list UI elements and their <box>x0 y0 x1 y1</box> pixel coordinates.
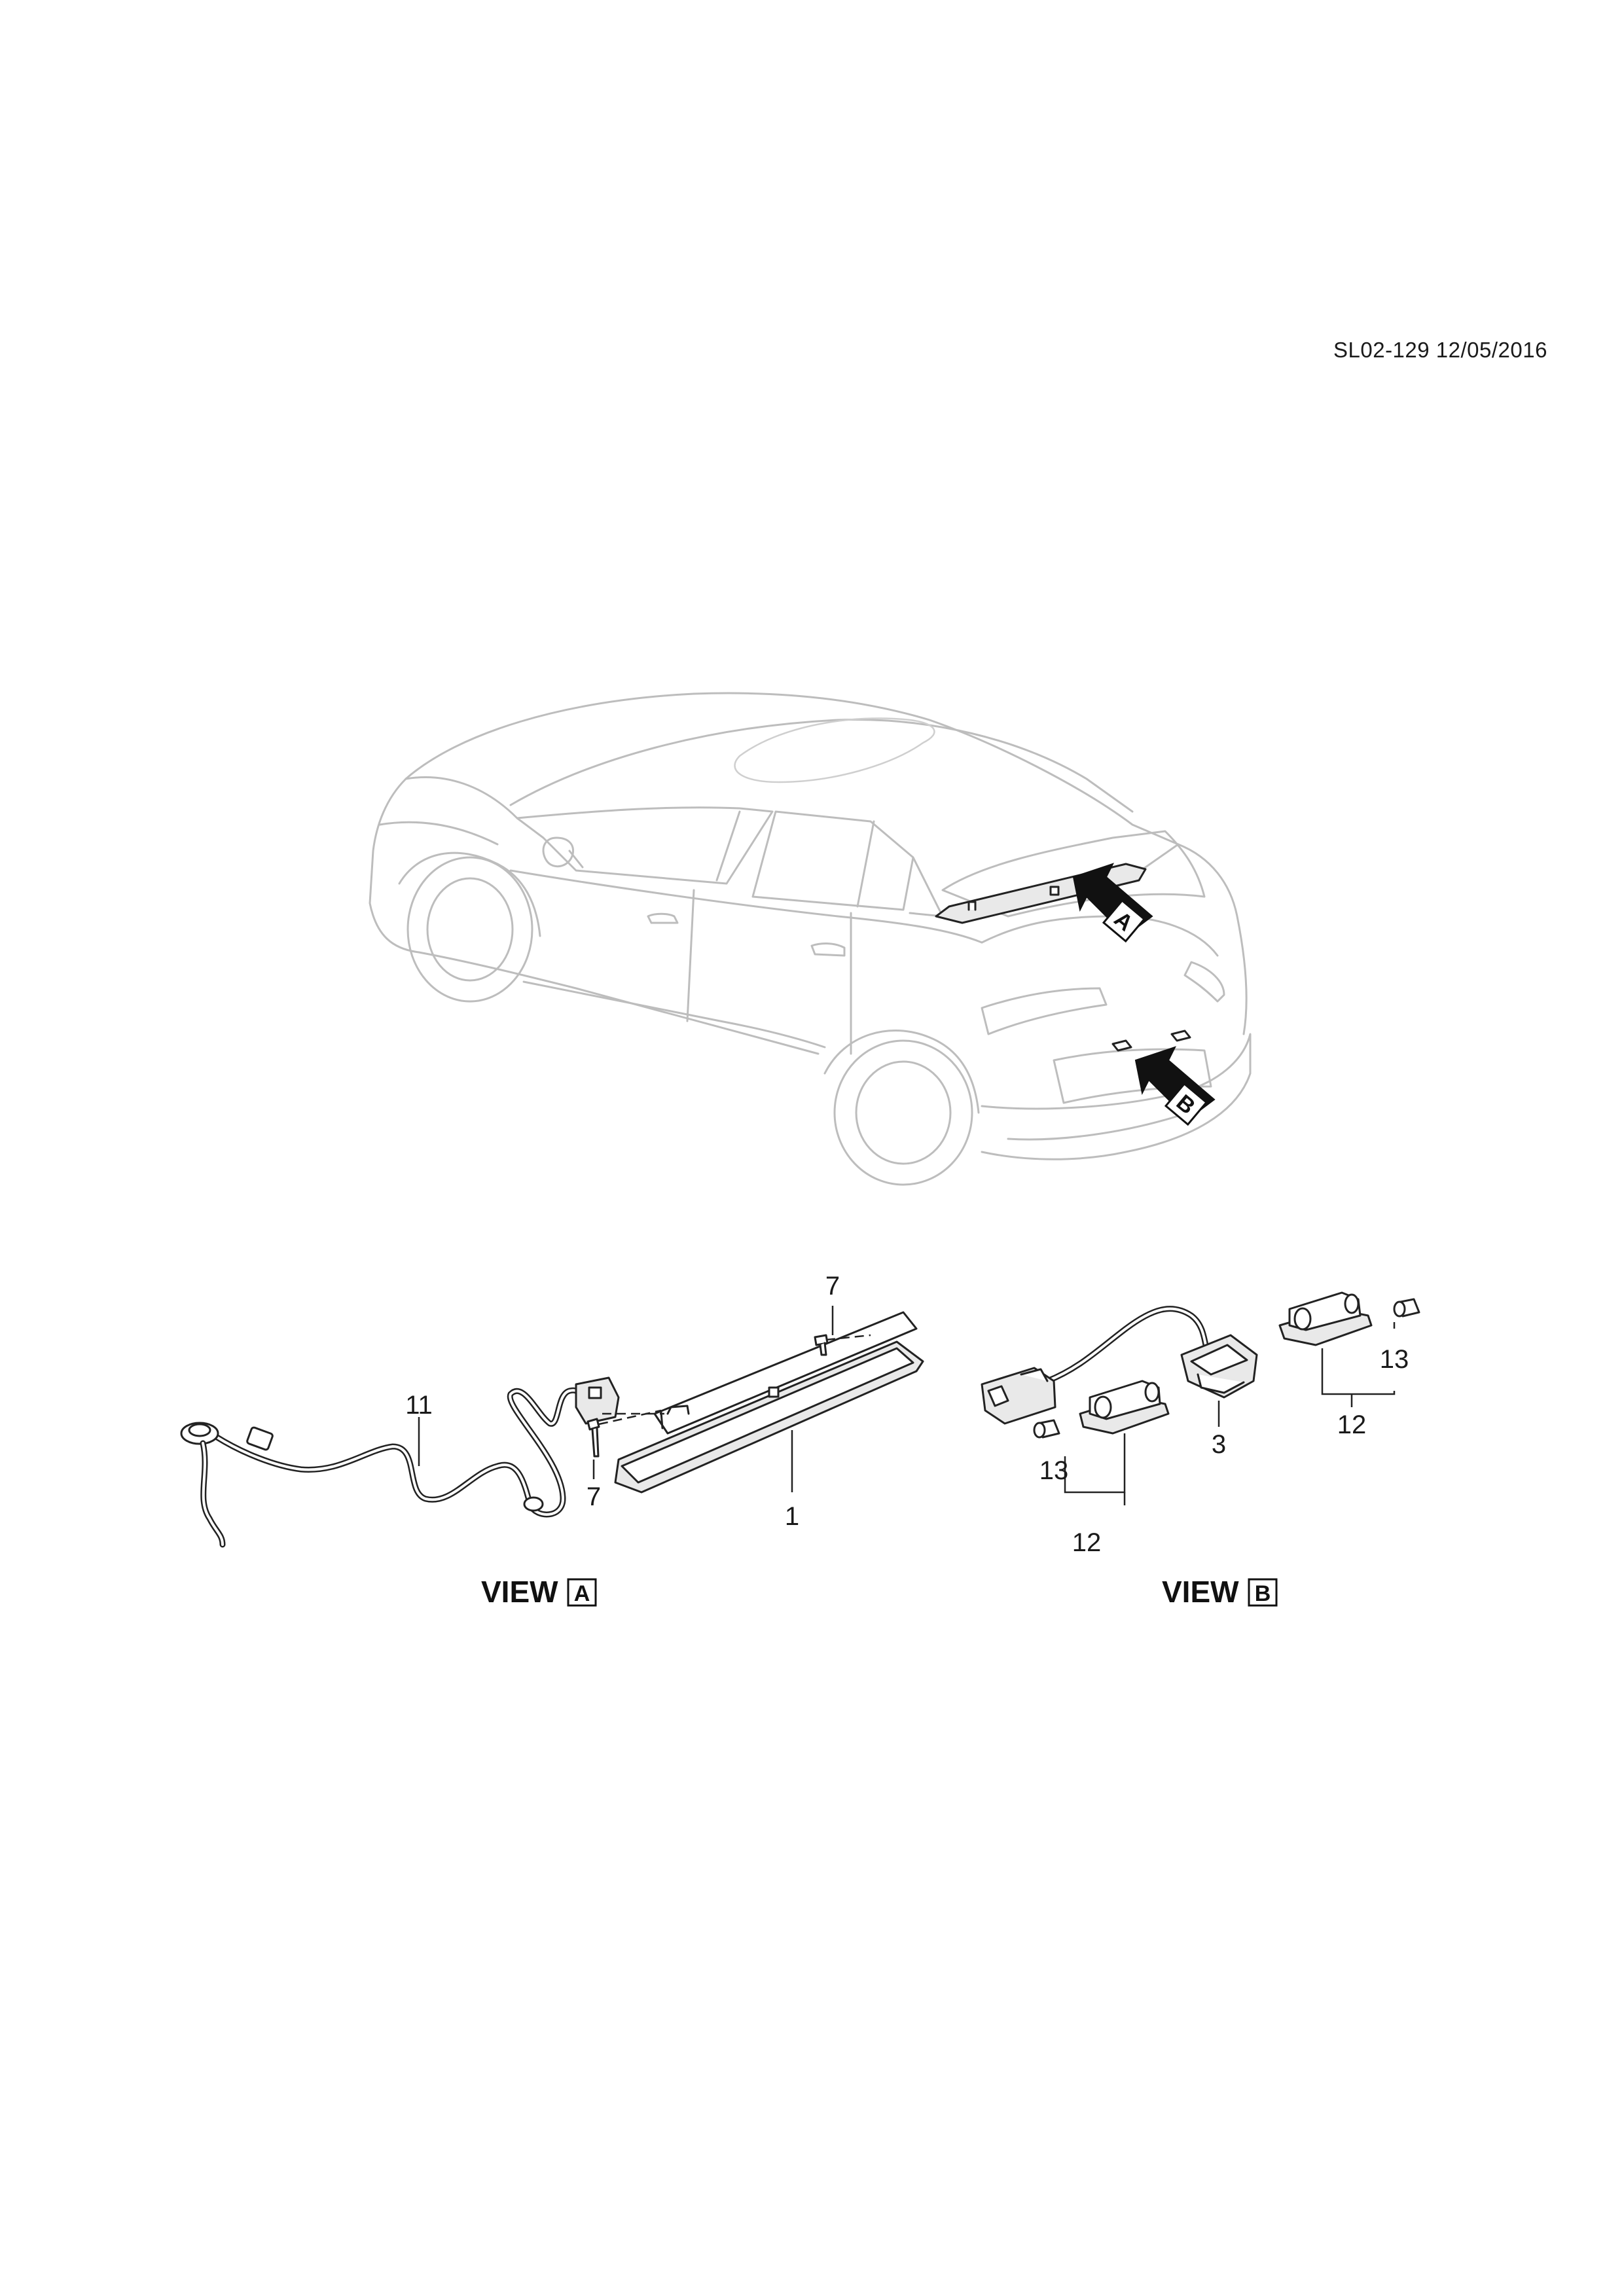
tailgate-switch-3 <box>1180 1334 1258 1399</box>
view-b-title: VIEW B <box>1162 1575 1278 1609</box>
license-lamp-12-right <box>1278 1291 1373 1346</box>
fastener-7-upper <box>814 1334 871 1356</box>
stop-lamp-part-1 <box>602 1311 924 1494</box>
view-a-arrow: A <box>1072 863 1153 943</box>
callout-7-upper: 7 <box>825 1272 840 1300</box>
svg-text:A: A <box>574 1581 590 1606</box>
svg-text:VIEW: VIEW <box>1162 1575 1239 1609</box>
view-b-group: 13 3 12 13 12 VIEW B <box>981 1291 1420 1609</box>
callout-13-right: 13 <box>1380 1345 1409 1374</box>
wiring-harness-11 <box>180 1376 620 1548</box>
vehicle-illustration <box>369 692 1252 1186</box>
drawing-reference: SL02-129 12/05/2016 <box>1333 338 1547 362</box>
callout-1: 1 <box>785 1502 799 1531</box>
license-lamp-12-left <box>1079 1380 1170 1435</box>
callout-12-left: 12 <box>1072 1528 1102 1557</box>
bulb-13-left <box>1033 1419 1060 1439</box>
fastener-7-lower <box>586 1409 662 1458</box>
callout-12-right: 12 <box>1337 1410 1367 1439</box>
view-a-title: VIEW A <box>481 1575 597 1609</box>
callout-3: 3 <box>1212 1430 1226 1459</box>
callout-13-left: 13 <box>1039 1456 1069 1485</box>
callout-11: 11 <box>405 1391 433 1420</box>
callout-7-lower: 7 <box>586 1482 601 1511</box>
svg-text:VIEW: VIEW <box>481 1575 558 1609</box>
car-license-lamps <box>1111 1030 1191 1052</box>
tailgate-harness <box>981 1306 1211 1425</box>
bulb-13-right <box>1393 1298 1420 1318</box>
svg-text:B: B <box>1255 1581 1271 1606</box>
view-b-arrow: B <box>1134 1046 1216 1126</box>
view-a-group: 7 11 7 1 VIEW A <box>180 1272 924 1609</box>
